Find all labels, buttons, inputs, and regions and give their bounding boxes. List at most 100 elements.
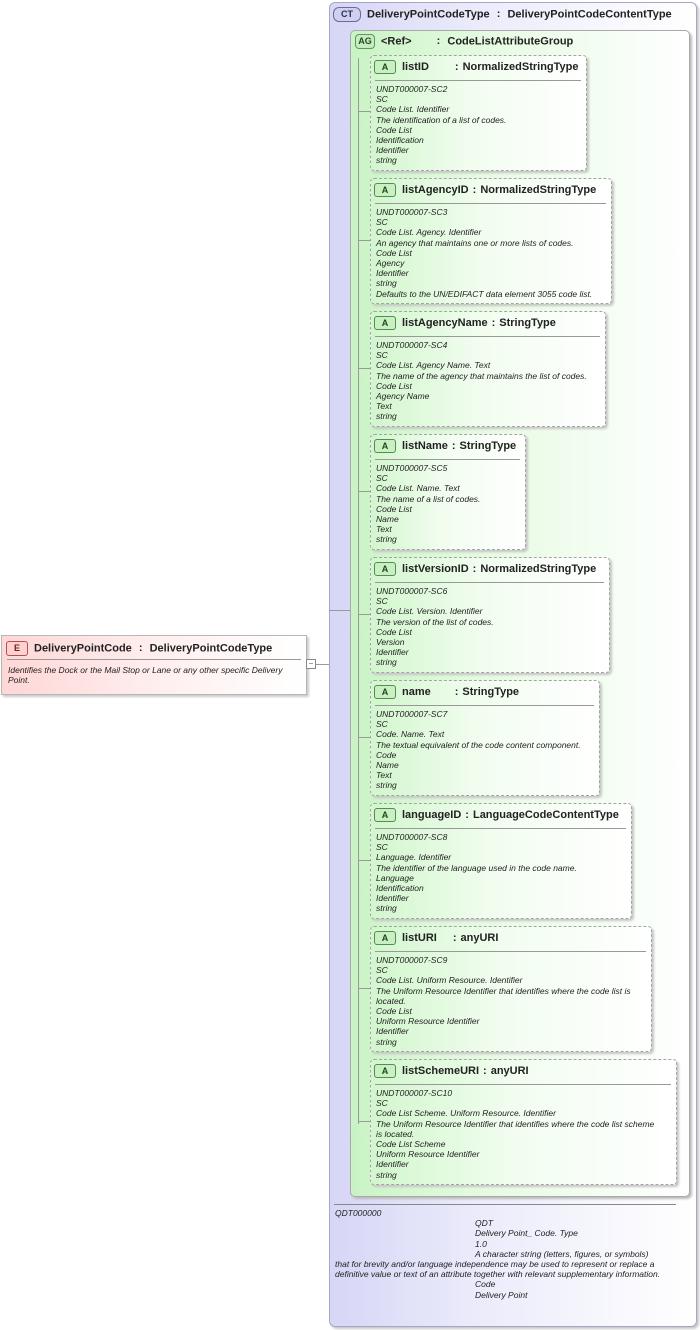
doc-line: Name bbox=[376, 514, 399, 525]
element-divider bbox=[7, 659, 301, 660]
attribute-badge-icon: A bbox=[374, 183, 396, 197]
attribute-badge-icon: A bbox=[374, 439, 396, 453]
doc-line: Code List. Agency Name. Text bbox=[376, 360, 491, 371]
doc-line: Code List. Version. Identifier bbox=[376, 606, 483, 617]
attribute-name: listAgencyName bbox=[402, 316, 488, 329]
doc-line: The name of the agency that maintains th… bbox=[376, 370, 587, 381]
branch-line bbox=[358, 1121, 370, 1122]
attribute-group-name: CodeListAttributeGroup bbox=[447, 35, 574, 48]
attribute-type: StringType bbox=[499, 316, 556, 329]
doc-line: string bbox=[376, 534, 397, 545]
attribute-group-ref: <Ref> bbox=[381, 35, 412, 48]
ct-ag-connector bbox=[329, 610, 350, 611]
doc-line: string bbox=[376, 1169, 397, 1180]
doc-line: Code List. Identifier bbox=[376, 104, 450, 115]
attribute-badge-icon: A bbox=[374, 562, 396, 576]
doc-line: is located. bbox=[376, 1128, 415, 1139]
attribute-name: languageID bbox=[402, 808, 462, 821]
doc-line: Code List bbox=[376, 626, 412, 637]
doc-line: UNDT000007-SC5 bbox=[376, 463, 448, 473]
doc-line: Uniform Resource Identifier bbox=[376, 1149, 480, 1160]
attribute-badge-icon: A bbox=[374, 931, 396, 945]
attribute-group-header: AG<Ref> : CodeListAttributeGroup bbox=[355, 34, 573, 49]
doc-line: SC bbox=[376, 965, 388, 976]
collapse-toggle-icon[interactable]: − bbox=[306, 659, 316, 669]
attribute-divider bbox=[375, 203, 606, 204]
doc-line: Code List. Uniform Resource. Identifier bbox=[376, 975, 523, 986]
doc-line: Code List bbox=[376, 124, 412, 135]
element-box[interactable]: E DeliveryPointCode : DeliveryPointCodeTy… bbox=[1, 635, 307, 695]
element-header: E DeliveryPointCode : DeliveryPointCodeTy… bbox=[6, 641, 272, 656]
doc-line: SC bbox=[376, 217, 388, 228]
doc-line: Language. Identifier bbox=[376, 852, 452, 863]
attribute-separator: : bbox=[491, 316, 496, 329]
attribute-badge-icon: A bbox=[374, 685, 396, 699]
doc-line: string bbox=[376, 155, 397, 166]
doc-line: that for brevity and/or language indepen… bbox=[335, 1259, 661, 1280]
doc-line: The name of a list of codes. bbox=[376, 493, 481, 504]
element-name: DeliveryPointCode bbox=[34, 642, 132, 655]
doc-line: Identifier bbox=[376, 893, 409, 904]
complex-type-name: DeliveryPointCodeType bbox=[367, 8, 490, 21]
attribute-divider bbox=[375, 828, 626, 829]
doc-line: Code List bbox=[376, 503, 412, 514]
branch-line bbox=[358, 614, 370, 615]
doc-line: string bbox=[376, 780, 397, 791]
attribute-name: listURI bbox=[402, 931, 437, 944]
doc-line: SC bbox=[376, 1098, 388, 1109]
doc-line: Version bbox=[376, 637, 405, 648]
attribute-badge-icon: A bbox=[374, 808, 396, 822]
doc-line: UNDT000007-SC4 bbox=[376, 340, 448, 350]
attribute-type: LanguageCodeContentType bbox=[472, 808, 619, 821]
doc-line: UNDT000007-SC7 bbox=[376, 709, 448, 719]
element-separator: : bbox=[138, 642, 143, 655]
attribute-name: listAgencyID bbox=[402, 183, 469, 196]
complex-type-badge-icon: CT bbox=[333, 7, 361, 22]
doc-line: SC bbox=[376, 350, 388, 361]
attribute-name: listSchemeURI bbox=[402, 1064, 480, 1077]
attribute-badge-icon: A bbox=[374, 1064, 396, 1078]
element-type: DeliveryPointCodeType bbox=[149, 642, 273, 655]
attribute-badge-icon: A bbox=[374, 316, 396, 330]
doc-line: UNDT000007-SC6 bbox=[376, 586, 448, 596]
doc-line: The textual equivalent of the code conte… bbox=[376, 739, 581, 750]
connector-line bbox=[316, 664, 329, 665]
doc-line: UNDT000007-SC3 bbox=[376, 207, 448, 217]
attribute-name: name bbox=[402, 685, 431, 698]
doc-line: Uniform Resource Identifier bbox=[376, 1016, 480, 1027]
attribute-separator: : bbox=[451, 439, 456, 452]
element-badge-icon: E bbox=[6, 641, 28, 656]
doc-line: string bbox=[376, 1036, 397, 1047]
doc-line: Identifier bbox=[376, 145, 409, 156]
doc-line: Identifier bbox=[376, 268, 409, 279]
doc-line: The version of the list of codes. bbox=[376, 616, 494, 627]
doc-line: string bbox=[376, 657, 397, 668]
doc-line: located. bbox=[376, 995, 406, 1006]
complex-type-divider bbox=[334, 1204, 676, 1205]
doc-line: Defaults to the UN/EDIFACT data element … bbox=[376, 288, 593, 299]
doc-line: Delivery Point_ Code. Type bbox=[475, 1228, 578, 1239]
doc-line: Agency Name bbox=[376, 391, 430, 402]
doc-line: Language bbox=[376, 872, 414, 883]
